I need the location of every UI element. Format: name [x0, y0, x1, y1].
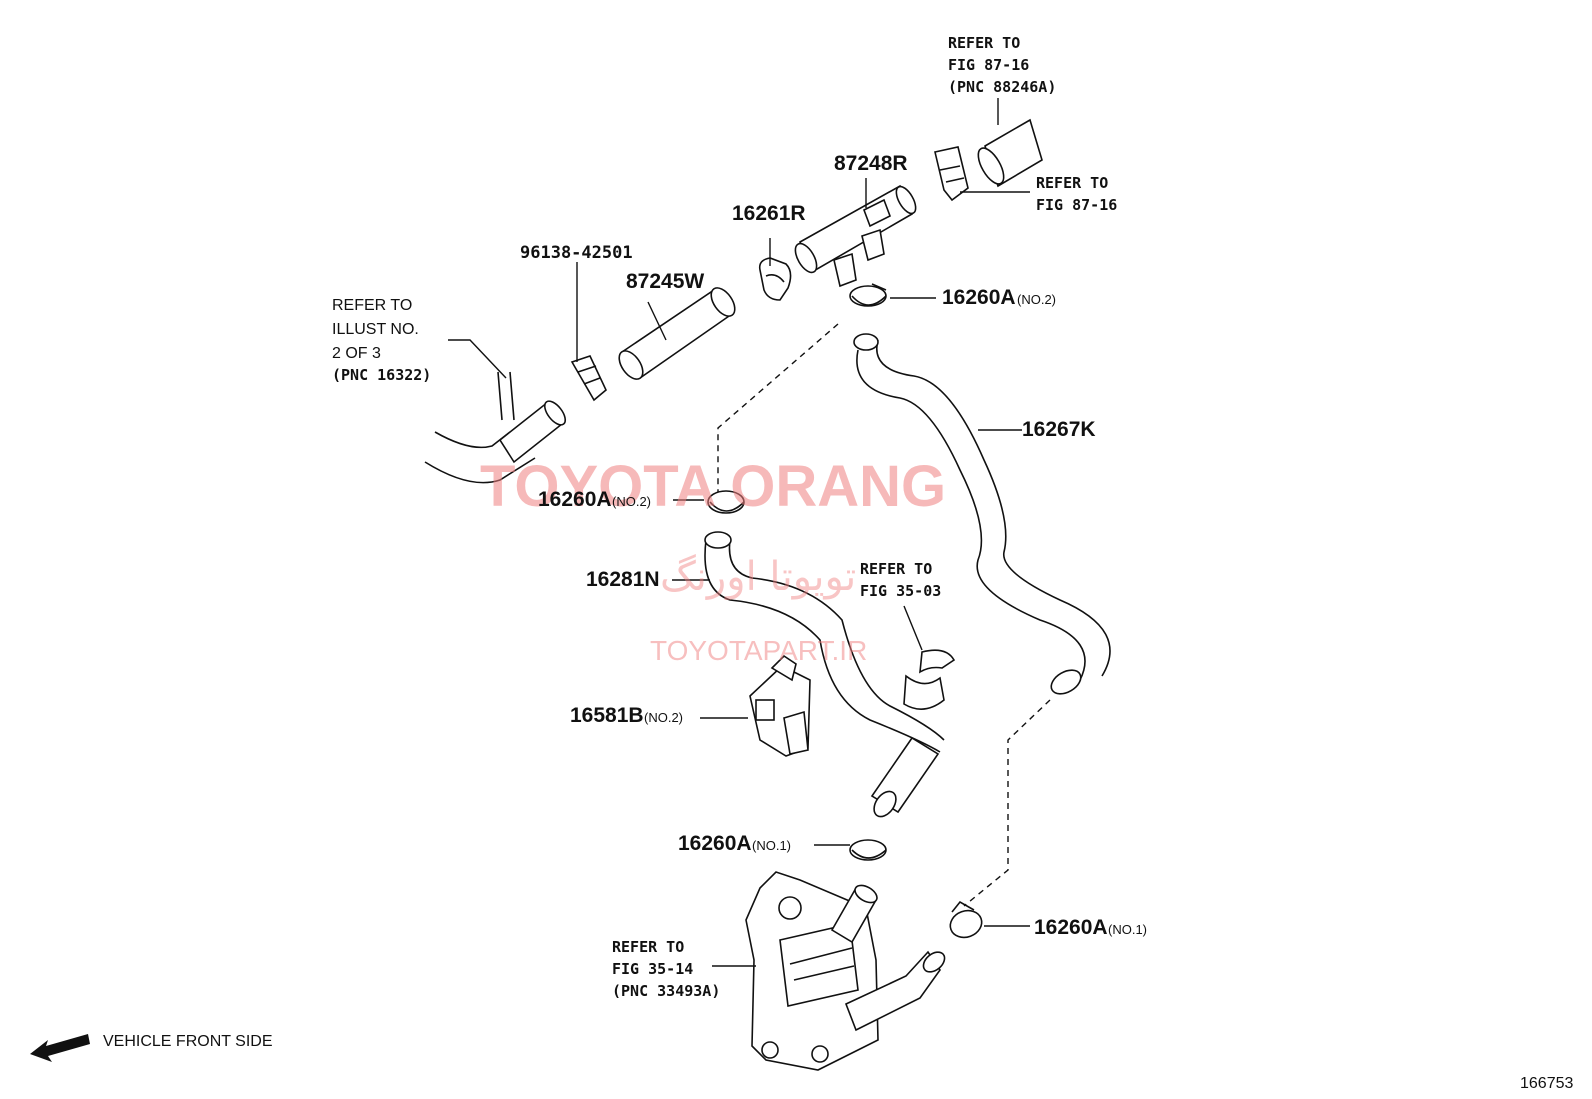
refer-text: REFER TO: [1036, 174, 1108, 192]
oil-cooler: [745, 871, 946, 1071]
guide-line-upper: [717, 323, 839, 494]
hose-87245w: [618, 287, 736, 380]
refer-text: FIG 35-14: [612, 960, 693, 978]
guide-line-right: [963, 699, 1051, 907]
vehicle-front-label: VEHICLE FRONT SIDE: [103, 1033, 273, 1050]
refer-text: 2 OF 3: [332, 345, 381, 362]
refer-text: FIG 87-16: [948, 56, 1029, 74]
refer-text: (PNC 88246A): [948, 78, 1056, 96]
refer-text: REFER TO: [612, 938, 684, 956]
clamp-16260a-low: [849, 839, 887, 861]
clamp-16261r: [758, 257, 792, 301]
part-note: (NO.1): [1108, 922, 1147, 937]
clip-fig8716: [934, 146, 969, 202]
callout-refer-3503: REFER TO FIG 35-03: [860, 560, 941, 600]
part-number-87248r: 87248R: [834, 152, 908, 175]
part-note: (NO.2): [612, 494, 651, 509]
callout-refer-3514: REFER TO FIG 35-14 (PNC 33493A): [612, 938, 720, 1000]
refer-text: REFER TO: [948, 34, 1020, 52]
part-number-16581b: 16581B: [570, 704, 644, 727]
figure-number: 166753: [1520, 1075, 1573, 1092]
part-number-16281n: 16281N: [586, 568, 660, 591]
part-number-16260a: 16260A: [678, 832, 752, 855]
refer-text: (PNC 16322): [332, 366, 431, 384]
watermark-line3: TOYOTAPART.IR: [650, 635, 867, 666]
refer-text: (PNC 33493A): [612, 982, 720, 1000]
refer-text: FIG 35-03: [860, 582, 941, 600]
clamp-16260a-top: [849, 283, 887, 307]
watermark-line2: تویوتا اورنگ: [660, 554, 856, 600]
pipe-left-engine: [424, 371, 567, 484]
refer-text: FIG 87-16: [1036, 196, 1117, 214]
part-number-16267k: 16267K: [1022, 418, 1096, 441]
part-note: (NO.1): [752, 838, 791, 853]
part-note: (NO.2): [1017, 292, 1056, 307]
refer-text: ILLUST NO.: [332, 321, 419, 338]
callout-refer-8716-top: REFER TO FIG 87-16 (PNC 88246A): [948, 34, 1056, 96]
part-number-87245w: 87245W: [626, 270, 704, 293]
callout-refer-illust: REFER TO ILLUST NO. 2 OF 3 (PNC 16322): [332, 297, 431, 384]
part-number-16261r: 16261R: [732, 202, 806, 225]
front-arrow-icon: [30, 1034, 90, 1062]
part-number-16260a: 16260A: [942, 286, 1016, 309]
connector-87248r: [794, 184, 917, 288]
part-number-16260a: 16260A: [538, 488, 612, 511]
watermark-line1: TOYOTA ORANG: [480, 454, 946, 519]
hose-16281n: [704, 531, 945, 818]
clamp-fig3503: [903, 649, 956, 710]
refer-text: REFER TO: [332, 297, 412, 314]
part-number-16260a: 16260A: [1034, 916, 1108, 939]
bracket-16581b: [749, 654, 811, 757]
clamp-16260a-right: [949, 900, 983, 939]
hose-stub-top-right: [977, 118, 1043, 188]
part-note: (NO.2): [644, 710, 683, 725]
refer-text: REFER TO: [860, 560, 932, 578]
callout-refer-8716-right: REFER TO FIG 87-16: [1036, 174, 1117, 214]
clamp-16260a-mid: [707, 490, 745, 514]
clip-96138-42501: [570, 355, 607, 402]
part-number-96138-42501: 96138-42501: [520, 243, 633, 263]
hose-16267k: [853, 333, 1111, 695]
